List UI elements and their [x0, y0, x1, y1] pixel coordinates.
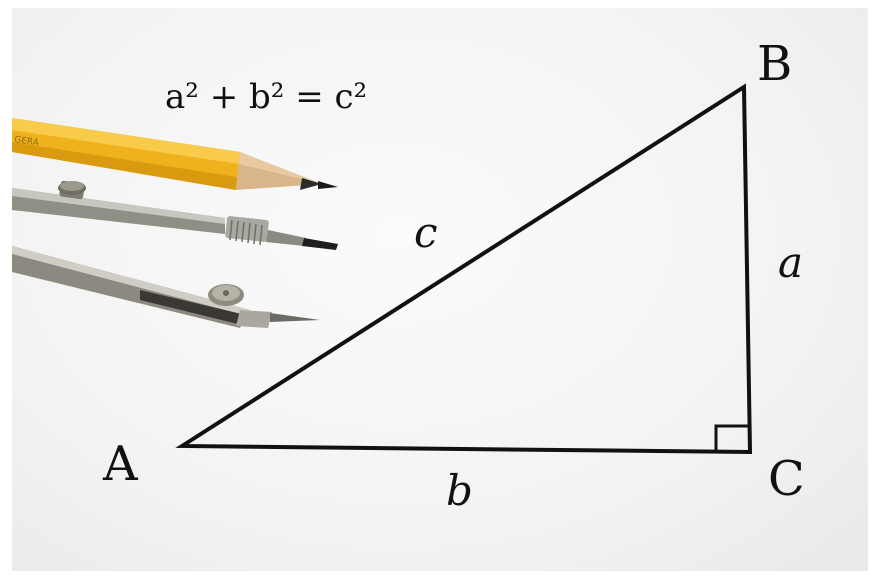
side-label-c: c — [414, 208, 438, 257]
divider-compass-icon — [12, 180, 338, 250]
pythagorean-formula: a² + b² = c² — [165, 77, 368, 117]
vertex-label-a: A — [103, 436, 138, 492]
pencil-brand-text: GERA — [14, 135, 41, 148]
pencil-icon: GERA — [12, 118, 338, 190]
triangle-outline — [175, 83, 753, 455]
vertex-label-b: B — [757, 36, 793, 92]
right-angle-marker-icon — [714, 424, 748, 452]
side-label-b: b — [446, 466, 473, 515]
vertex-label-c: C — [768, 451, 805, 507]
side-label-a: a — [778, 238, 804, 287]
ruling-pen-icon — [12, 246, 320, 328]
